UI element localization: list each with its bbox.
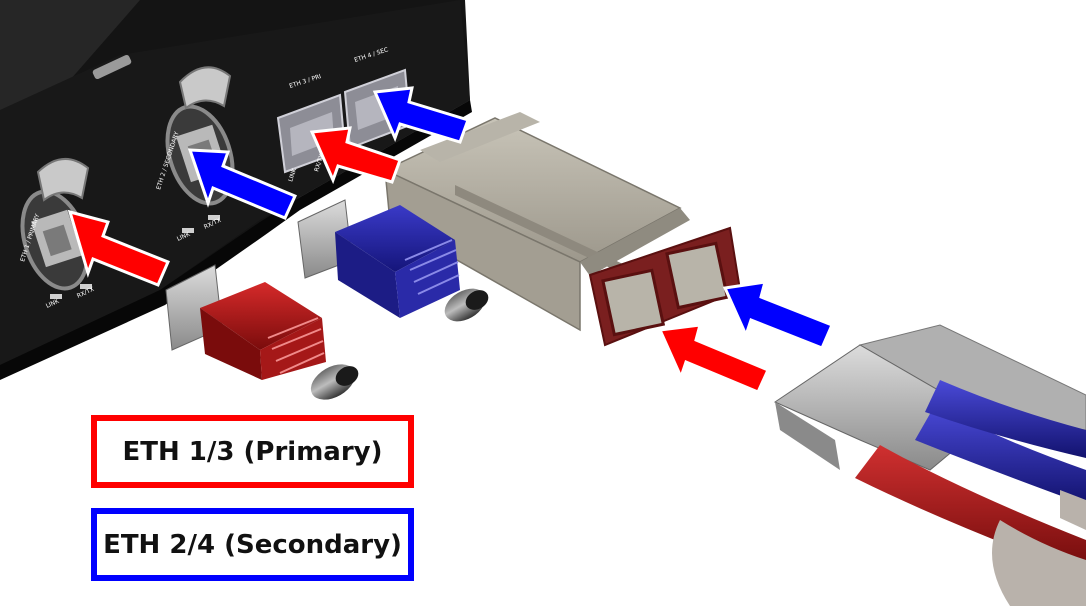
arrow-blue-eth4 [372, 86, 470, 144]
latch-slot [92, 55, 132, 79]
arrow-red-eth1 [67, 209, 170, 287]
legend-secondary: ETH 2/4 (Secondary) [91, 508, 414, 581]
port-cover-eth1 [36, 158, 90, 202]
rxtx-led-eth1 [80, 284, 92, 289]
arrow-blue-fiber-secondary [722, 280, 834, 350]
sfp-port-secondary [665, 241, 730, 310]
arrow-red-eth3 [309, 126, 402, 185]
rj45-connector-blue [297, 199, 489, 322]
fiber-jacket [992, 520, 1086, 606]
fiber-cable-blue-2 [925, 380, 1086, 458]
rj45-port-eth1: ETH 1 / PRIMARY LINK RX/TX [19, 158, 95, 310]
arrow-blue-eth2 [187, 148, 298, 220]
lc-fiber-connector [773, 324, 1086, 606]
link-led-eth2 [182, 228, 194, 233]
rj45-connector-red [165, 264, 359, 400]
rxtx-led-eth2 [208, 215, 220, 220]
sfp-module [383, 112, 742, 347]
legend-primary: ETH 1/3 (Primary) [91, 415, 414, 488]
legend-secondary-label: ETH 2/4 (Secondary) [103, 529, 402, 560]
link-led-eth1 [50, 294, 62, 299]
legend-primary-label: ETH 1/3 (Primary) [122, 436, 383, 467]
sfp-port-primary [601, 268, 666, 337]
svg-text:LINK: LINK [287, 167, 298, 183]
arrow-red-fiber-primary [657, 323, 771, 394]
port-cover-eth2 [178, 66, 232, 110]
fiber-cable-blue-1 [915, 405, 1086, 505]
